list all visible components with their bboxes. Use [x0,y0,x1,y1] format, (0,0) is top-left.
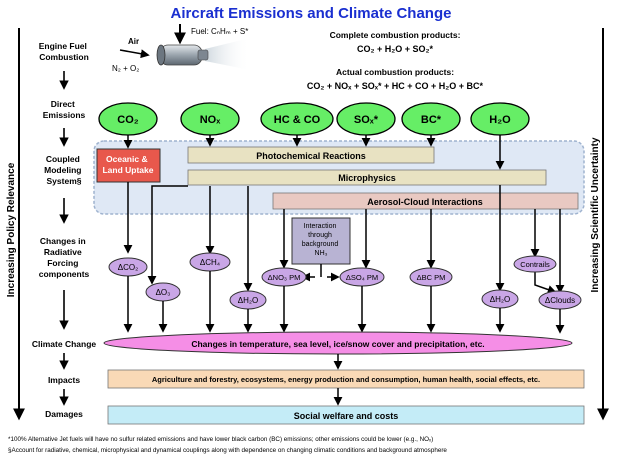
row-label-engine-fuel: Engine Fuel Combustion [39,41,90,62]
forcing-dno3-label: ΔNO₃ PM [268,273,301,282]
complete-combustion-formula: CO₂ + H₂O + SO₂* [357,44,434,54]
actual-combustion-formula: CO₂ + NOₓ + SOₓ* + HC + CO + H₂O + BC* [307,81,484,91]
uncertainty-axis-label: Increasing Scientific Uncertainty [590,137,601,292]
emission-hc-co: HC & CO [261,103,333,135]
forcing-dbc-label: ΔBC PM [417,273,446,282]
fuel-label: Fuel: CₙHₘ + S* [191,27,248,36]
forcing-dso4: ΔSO₄ PM [340,268,384,286]
forcing-dclouds-label: ΔClouds [545,296,575,305]
microphysics-label: Microphysics [338,173,396,183]
actual-combustion-heading: Actual combustion products: [336,67,454,77]
emission-nox: NOₓ [181,103,239,135]
emission-co2-label: CO₂ [117,114,139,126]
forcing-dco2-label: ΔCO₂ [118,263,138,272]
forcing-dbc: ΔBC PM [410,268,452,286]
emission-h2o: H₂O [471,103,529,135]
forcing-do3: ΔO₃ [146,283,180,301]
footnote-alternative-fuels: *100% Alternative Jet fuels will have no… [8,436,433,443]
engine-icon [157,45,208,65]
air-label: Air [128,37,139,46]
engine-inputs-label: N₂ + O₂ [112,64,139,73]
emission-sox: SOₓ* [337,103,395,135]
forcing-dclouds: ΔClouds [539,291,581,309]
aerosol-cloud-label: Aerosol-Cloud Interactions [367,197,483,207]
forcing-dco2: ΔCO₂ [109,258,147,276]
emission-bc-label: BC* [421,114,442,126]
row-label-climate-change: Climate Change [32,339,97,349]
emission-h2o-label: H₂O [489,114,511,126]
damages-text: Social welfare and costs [294,411,399,421]
emission-hc-co-label: HC & CO [274,114,321,126]
row-label-damages: Damages [45,409,83,419]
emission-co2: CO₂ [99,103,157,135]
emission-sox-label: SOₓ* [354,114,379,126]
forcing-dh2o-left-label: ΔH₂O [238,296,258,305]
forcing-dh2o-right-label: ΔH₂O [490,295,510,304]
photochemical-reactions-label: Photochemical Reactions [256,151,366,161]
oceanic-land-uptake-label: Oceanic & Land Uptake [102,154,153,175]
row-label-coupled-modeling: Coupled Modeling System§ [44,154,84,186]
forcing-contrails-label: Contrails [520,260,550,269]
air-arrow [120,50,148,55]
row-label-direct-emissions: Direct Emissions [43,99,86,120]
forcing-dso4-label: ΔSO₄ PM [346,273,378,282]
row-label-radiative-forcing: Changes in Radiative Forcing components [39,236,90,279]
impacts-text: Agriculture and forestry, ecosystems, en… [152,375,540,384]
forcing-dno3: ΔNO₃ PM [262,268,306,286]
forcing-dh2o-left: ΔH₂O [230,291,266,309]
forcing-dh2o-right: ΔH₂O [482,290,518,308]
row-label-impacts: Impacts [48,375,80,385]
policy-axis-label: Increasing Policy Relevance [6,162,17,297]
forcing-contrails: Contrails [514,256,556,272]
forcing-dch4-label: ΔCH₄ [200,258,220,267]
footnote-coupled-modeling: §Account for radiative, chemical, microp… [8,447,447,454]
climate-change-text: Changes in temperature, sea level, ice/s… [191,339,484,349]
diagram-title: Aircraft Emissions and Climate Change [171,5,452,22]
forcing-do3-label: ΔO₃ [156,288,171,297]
emission-nox-label: NOₓ [200,114,222,126]
forcing-dch4: ΔCH₄ [190,253,230,271]
complete-combustion-heading: Complete combustion products: [330,30,461,40]
exhaust-plume [205,38,250,70]
emission-bc: BC* [402,103,460,135]
